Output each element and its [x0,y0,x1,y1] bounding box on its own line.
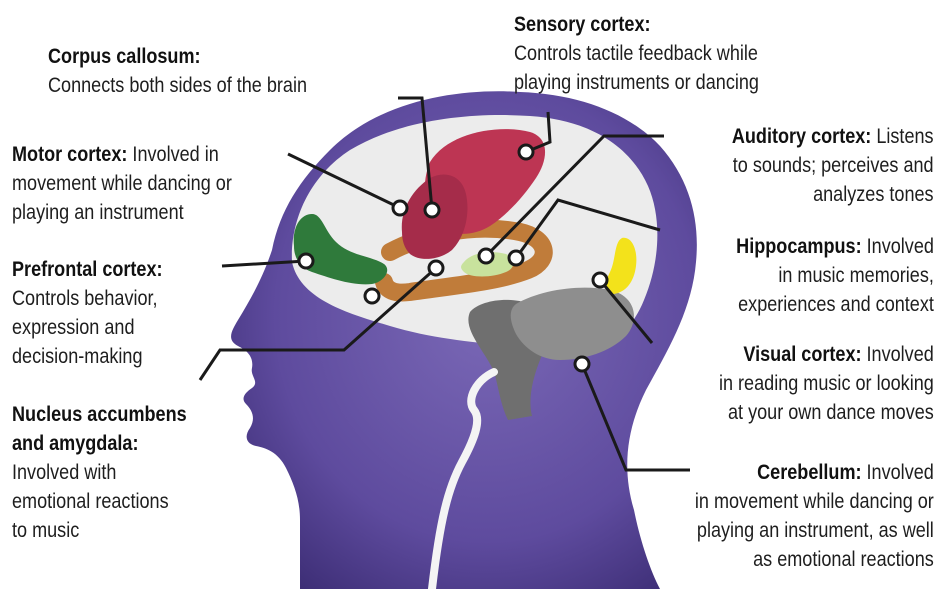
title-visual-cortex: Visual cortex: [744,343,862,366]
desc-visual-cortex-3: at your own dance moves [719,398,934,427]
desc-motor-cortex-2: movement while dancing or [12,169,232,198]
title-sensory-cortex: Sensory cortex: [514,10,759,39]
title-motor-cortex: Motor cortex: [12,143,127,166]
desc-cerebellum-1: Involved [867,461,934,484]
label-motor-cortex: Motor cortex: Involved in movement while… [12,140,232,227]
desc-cerebellum-4: as emotional reactions [695,545,934,574]
desc-motor-cortex-1: Involved in [132,143,218,166]
desc-corpus-callosum-1: Connects both sides of the brain [48,71,307,100]
label-visual-cortex: Visual cortex: Involved in reading music… [719,340,934,427]
label-corpus-callosum: Corpus callosum: Connects both sides of … [48,42,307,100]
label-nucleus-accumbens: Nucleus accumbens and amygdala: Involved… [12,400,187,545]
desc-hippocampus-3: experiences and context [736,290,934,319]
title-auditory-cortex: Auditory cortex: [732,125,871,148]
title-amygdala: and amygdala: [12,429,187,458]
desc-hippocampus-1: Involved [867,235,934,258]
title-corpus-callosum: Corpus callosum: [48,42,307,71]
desc-prefrontal-cortex-2: expression and [12,313,163,342]
desc-visual-cortex-2: in reading music or looking [719,369,934,398]
desc-sensory-cortex-2: playing instruments or dancing [514,68,759,97]
desc-cerebellum-3: playing an instrument, as well [695,516,934,545]
desc-nucleus-accumbens-2: emotional reactions [12,487,187,516]
desc-auditory-cortex-2: to sounds; perceives and [732,151,934,180]
desc-nucleus-accumbens-3: to music [12,516,187,545]
desc-motor-cortex-3: playing an instrument [12,198,232,227]
desc-nucleus-accumbens-1: Involved with [12,458,187,487]
desc-sensory-cortex-1: Controls tactile feedback while [514,39,759,68]
desc-cerebellum-2: in movement while dancing or [695,487,934,516]
desc-visual-cortex-1: Involved [867,343,934,366]
desc-prefrontal-cortex-3: decision-making [12,342,163,371]
label-hippocampus: Hippocampus: Involved in music memories,… [736,232,934,319]
title-cerebellum: Cerebellum: [757,461,861,484]
desc-prefrontal-cortex-1: Controls behavior, [12,284,163,313]
desc-hippocampus-2: in music memories, [736,261,934,290]
label-sensory-cortex: Sensory cortex: Controls tactile feedbac… [514,10,759,97]
title-nucleus-accumbens: Nucleus accumbens [12,400,187,429]
desc-auditory-cortex-1: Listens [877,125,934,148]
label-auditory-cortex: Auditory cortex: Listens to sounds; perc… [732,122,934,209]
desc-auditory-cortex-3: analyzes tones [732,180,934,209]
title-prefrontal-cortex: Prefrontal cortex: [12,255,163,284]
label-cerebellum: Cerebellum: Involved in movement while d… [695,458,934,574]
label-prefrontal-cortex: Prefrontal cortex: Controls behavior, ex… [12,255,163,371]
title-hippocampus: Hippocampus: [736,235,861,258]
